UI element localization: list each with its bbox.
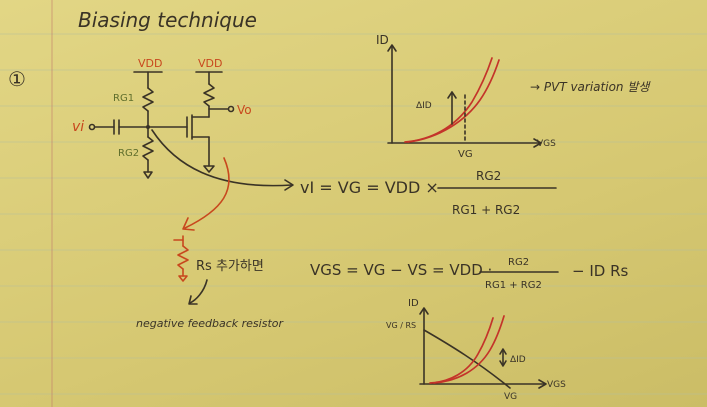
page-title: Biasing technique bbox=[78, 8, 257, 32]
pvt-note: → PVT variation 발생 bbox=[530, 80, 651, 94]
bias-circuit: VDD RG1 RG2 vi VDD bbox=[72, 57, 294, 191]
rg2-label: RG2 bbox=[118, 148, 139, 159]
bottom-graph-x-label: VGS bbox=[547, 380, 566, 390]
equation2-denominator: RG1 + RG2 bbox=[485, 280, 542, 291]
vdd-left-label: VDD bbox=[138, 57, 162, 70]
equation1-lhs: vI = VG = VDD × bbox=[300, 178, 439, 197]
top-graph-y-label: ID bbox=[376, 33, 389, 47]
rs-note: Rs 추가하면 bbox=[196, 259, 264, 274]
bottom-id-vgs-graph: ID VG / RS VGS VG ΔID bbox=[386, 298, 566, 402]
bottom-graph-y-tick: VG / RS bbox=[386, 321, 416, 330]
top-graph-marker-label: VG bbox=[458, 149, 473, 160]
top-graph-x-label: VGS bbox=[537, 139, 556, 149]
equation-2: VGS = VG − VS = VDD · RG2 RG1 + RG2 − ID… bbox=[310, 257, 629, 291]
top-id-vgs-graph: ID VGS VG ΔID bbox=[376, 33, 556, 160]
bottom-graph-y-label: ID bbox=[408, 298, 419, 309]
bottom-graph-x-tick: VG bbox=[504, 392, 517, 402]
item-number: ① bbox=[8, 67, 26, 91]
vi-label: vi bbox=[72, 119, 84, 135]
source-resistor bbox=[173, 235, 189, 282]
vo-label: Vo bbox=[237, 103, 252, 117]
top-graph-delta-label: ΔID bbox=[416, 101, 432, 111]
equation2-numerator: RG2 bbox=[508, 257, 529, 268]
equation-1: vI = VG = VDD × RG2 RG1 + RG2 bbox=[300, 169, 557, 217]
equation2-tail: − ID Rs bbox=[572, 262, 629, 280]
rs-arrow bbox=[184, 157, 230, 229]
equation1-numerator: RG2 bbox=[476, 169, 501, 183]
equation2-lhs: VGS = VG − VS = VDD · bbox=[310, 261, 492, 279]
vdd-right-label: VDD bbox=[198, 57, 222, 70]
rg1-label: RG1 bbox=[113, 93, 134, 104]
equation1-denominator: RG1 + RG2 bbox=[452, 203, 520, 217]
feedback-note: negative feedback resistor bbox=[136, 317, 284, 330]
bottom-graph-delta-label: ΔID bbox=[510, 355, 526, 365]
